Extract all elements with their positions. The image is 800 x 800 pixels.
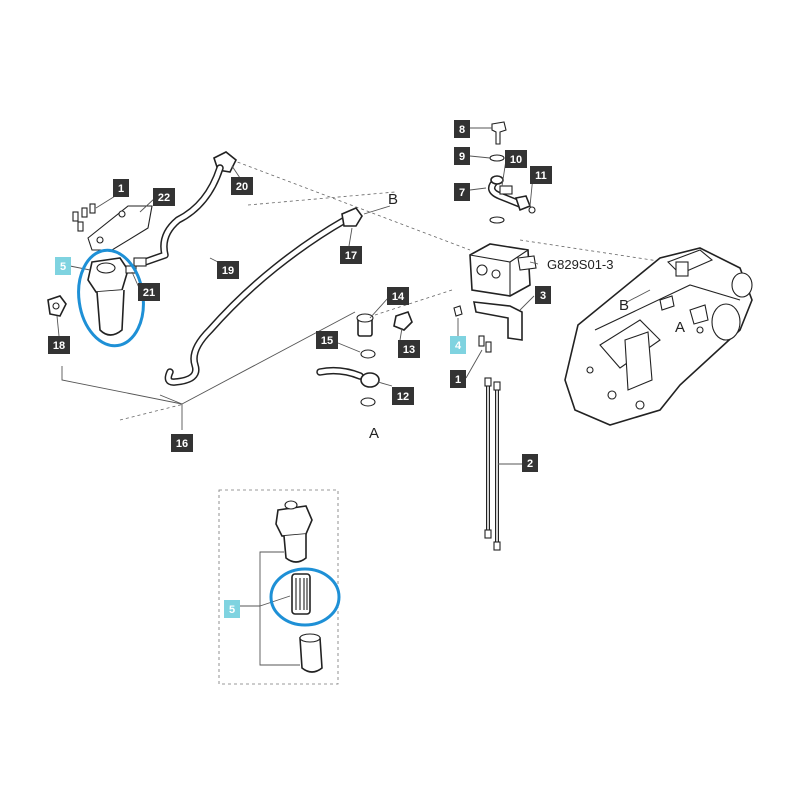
leader-lines: [56, 127, 651, 666]
svg-text:14: 14: [392, 291, 405, 303]
washer-lower-part-9: [489, 216, 505, 224]
callout-5-main: 5: [55, 257, 71, 275]
svg-text:1: 1: [455, 374, 461, 386]
svg-text:5: 5: [229, 604, 235, 616]
callout-17: 17: [340, 246, 362, 264]
highlight-element-circle: [269, 567, 341, 627]
fitting-part-10: [499, 185, 513, 195]
callout-10: 10: [505, 150, 527, 168]
bolts-part-1: [72, 203, 96, 232]
hose-part-16: [164, 216, 349, 386]
callout-11: 11: [530, 166, 552, 184]
seal-part-15b: [360, 397, 376, 407]
filter-inset: [218, 489, 339, 685]
svg-text:18: 18: [53, 340, 65, 352]
seal-part-15a: [360, 349, 376, 359]
dashed-routing-lines: [119, 159, 666, 421]
bracket-part-3: [473, 301, 523, 341]
filter-assembly: [87, 257, 137, 336]
svg-text:12: 12: [397, 391, 409, 403]
callout-16: 16: [171, 434, 193, 452]
callout-7: 7: [454, 183, 470, 201]
svg-text:8: 8: [459, 124, 465, 136]
letter-a-housing: A: [675, 319, 685, 336]
svg-text:3: 3: [540, 290, 546, 302]
svg-text:15: 15: [321, 335, 333, 347]
valve-block-g829s01-3: [469, 243, 537, 297]
letter-b-housing: B: [619, 297, 629, 314]
bracket-part-22: [87, 205, 153, 251]
fitting-part-17: [341, 207, 363, 227]
svg-text:4: 4: [455, 340, 462, 352]
callout-18: 18: [48, 336, 70, 354]
letter-a-pipe: A: [369, 425, 379, 442]
svg-text:20: 20: [236, 181, 248, 193]
svg-text:5: 5: [60, 261, 66, 273]
fitting-part-13: [393, 311, 413, 331]
bolts-part-1-mid: [478, 335, 492, 353]
callout-22: 22: [153, 188, 175, 206]
seal-part-11: [528, 206, 536, 214]
screw-part-4: [453, 305, 463, 317]
callout-8: 8: [454, 120, 470, 138]
fitting-part-21: [133, 257, 147, 267]
callouts: 1 22 5 21 20 19 18 16: [48, 120, 552, 618]
callout-19: 19: [217, 261, 239, 279]
svg-text:19: 19: [222, 265, 234, 277]
fitting-part-18: [47, 295, 67, 317]
svg-text:21: 21: [143, 287, 155, 299]
callout-9: 9: [454, 147, 470, 165]
svg-text:9: 9: [459, 151, 465, 163]
callout-12: 12: [392, 387, 414, 405]
callout-5-inset: 5: [224, 600, 240, 618]
svg-text:1: 1: [118, 183, 124, 195]
callout-15: 15: [316, 331, 338, 349]
svg-text:7: 7: [459, 187, 465, 199]
hose-part-19: [141, 164, 224, 266]
callout-1-middle: 1: [450, 370, 466, 388]
bolt-part-8: [491, 121, 507, 145]
svg-text:22: 22: [158, 192, 170, 204]
callout-3: 3: [535, 286, 551, 304]
callout-2: 2: [522, 454, 538, 472]
callout-14: 14: [387, 287, 409, 305]
callout-21: 21: [138, 283, 160, 301]
callout-20: 20: [231, 177, 253, 195]
svg-text:11: 11: [535, 170, 547, 182]
washer-part-9: [489, 154, 505, 162]
lift-housing: [564, 247, 753, 426]
rods-part-2: [484, 377, 501, 551]
part-code-label: G829S01-3: [547, 257, 614, 272]
letter-b-hose: B: [388, 191, 398, 208]
adapter-part-14: [356, 313, 374, 337]
svg-text:10: 10: [510, 154, 522, 166]
banjo-pipe-part-12: [316, 366, 380, 388]
reference-letters: B A B A: [369, 191, 685, 442]
svg-text:17: 17: [345, 250, 357, 262]
svg-text:2: 2: [527, 458, 533, 470]
callout-1-top-left: 1: [113, 179, 129, 197]
callout-4: 4: [450, 336, 466, 354]
svg-text:16: 16: [176, 438, 188, 450]
callout-13: 13: [398, 340, 420, 358]
svg-text:13: 13: [403, 344, 415, 356]
